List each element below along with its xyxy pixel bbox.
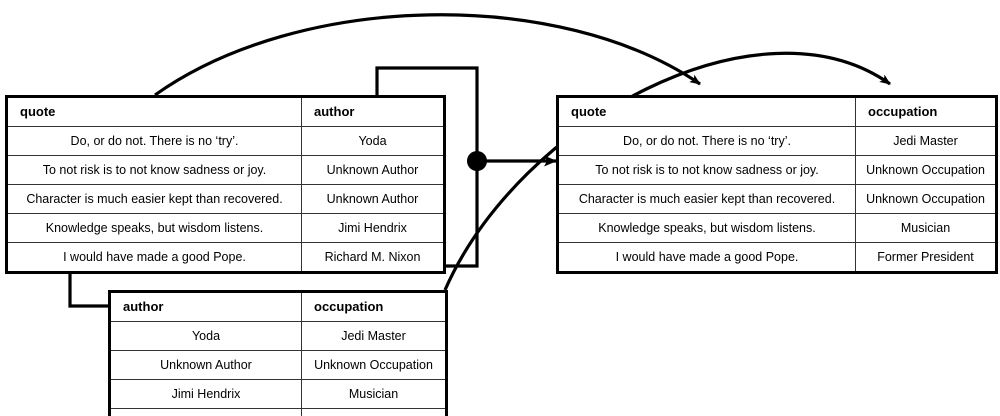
table-row: Richard M. Nixon Former President (109, 408, 447, 416)
cell-author: Unknown Author (109, 350, 302, 380)
table-row: To not risk is to not know sadness or jo… (557, 155, 997, 185)
table-header-row: quote occupation (557, 96, 997, 127)
table-header-row: author occupation (109, 291, 447, 322)
cell-quote: Knowledge speaks, but wisdom listens. (557, 213, 856, 243)
table-row: Jimi Hendrix Musician (109, 379, 447, 409)
cell-quote: Do, or do not. There is no ‘try’. (6, 126, 302, 156)
cell-occupation: Unknown Occupation (855, 184, 997, 214)
table-row: I would have made a good Pope. Richard M… (6, 242, 445, 273)
table-row: Do, or do not. There is no ‘try’. Jedi M… (557, 126, 997, 156)
cell-author: Jimi Hendrix (109, 379, 302, 409)
table-row: I would have made a good Pope. Former Pr… (557, 242, 997, 273)
column-header-occupation: occupation (855, 96, 997, 127)
table-row: Knowledge speaks, but wisdom listens. Mu… (557, 213, 997, 243)
table-row: To not risk is to not know sadness or jo… (6, 155, 445, 185)
cell-quote: I would have made a good Pope. (6, 242, 302, 273)
column-header-occupation: occupation (301, 291, 447, 322)
table-row: Do, or do not. There is no ‘try’. Yoda (6, 126, 445, 156)
column-header-quote: quote (557, 96, 856, 127)
table-row: Character is much easier kept than recov… (6, 184, 445, 214)
cell-occupation: Former President (301, 408, 447, 416)
column-header-author: author (109, 291, 302, 322)
cell-quote: To not risk is to not know sadness or jo… (6, 155, 302, 185)
cell-author: Unknown Author (301, 155, 445, 185)
cell-author: Jimi Hendrix (301, 213, 445, 243)
cell-quote: Character is much easier kept than recov… (6, 184, 302, 214)
cell-author: Yoda (301, 126, 445, 156)
cell-quote: To not risk is to not know sadness or jo… (557, 155, 856, 185)
cell-author: Unknown Author (301, 184, 445, 214)
table-row: Character is much easier kept than recov… (557, 184, 997, 214)
curved-arrow-quote-column (154, 13, 701, 97)
cell-occupation: Unknown Occupation (855, 155, 997, 185)
table-row: Unknown Author Unknown Occupation (109, 350, 447, 380)
author-occupation-table: author occupation Yoda Jedi Master Unkno… (108, 290, 448, 416)
cell-quote: Knowledge speaks, but wisdom listens. (6, 213, 302, 243)
cell-occupation: Former President (855, 242, 997, 273)
cell-author: Yoda (109, 321, 302, 351)
quote-occupation-table: quote occupation Do, or do not. There is… (556, 95, 998, 274)
cell-occupation: Musician (301, 379, 447, 409)
cell-occupation: Musician (855, 213, 997, 243)
cell-quote: Character is much easier kept than recov… (557, 184, 856, 214)
join-junction-dot (467, 151, 487, 171)
cell-author: Richard M. Nixon (109, 408, 302, 416)
cell-quote: Do, or do not. There is no ‘try’. (557, 126, 856, 156)
cell-occupation: Jedi Master (855, 126, 997, 156)
column-header-quote: quote (6, 96, 302, 127)
cell-author: Richard M. Nixon (301, 242, 445, 273)
table-row: Yoda Jedi Master (109, 321, 447, 351)
table-row: Knowledge speaks, but wisdom listens. Ji… (6, 213, 445, 243)
cell-quote: I would have made a good Pope. (557, 242, 856, 273)
column-header-author: author (301, 96, 445, 127)
table-header-row: quote author (6, 96, 445, 127)
quote-author-table: quote author Do, or do not. There is no … (5, 95, 446, 274)
cell-occupation: Jedi Master (301, 321, 447, 351)
cell-occupation: Unknown Occupation (301, 350, 447, 380)
